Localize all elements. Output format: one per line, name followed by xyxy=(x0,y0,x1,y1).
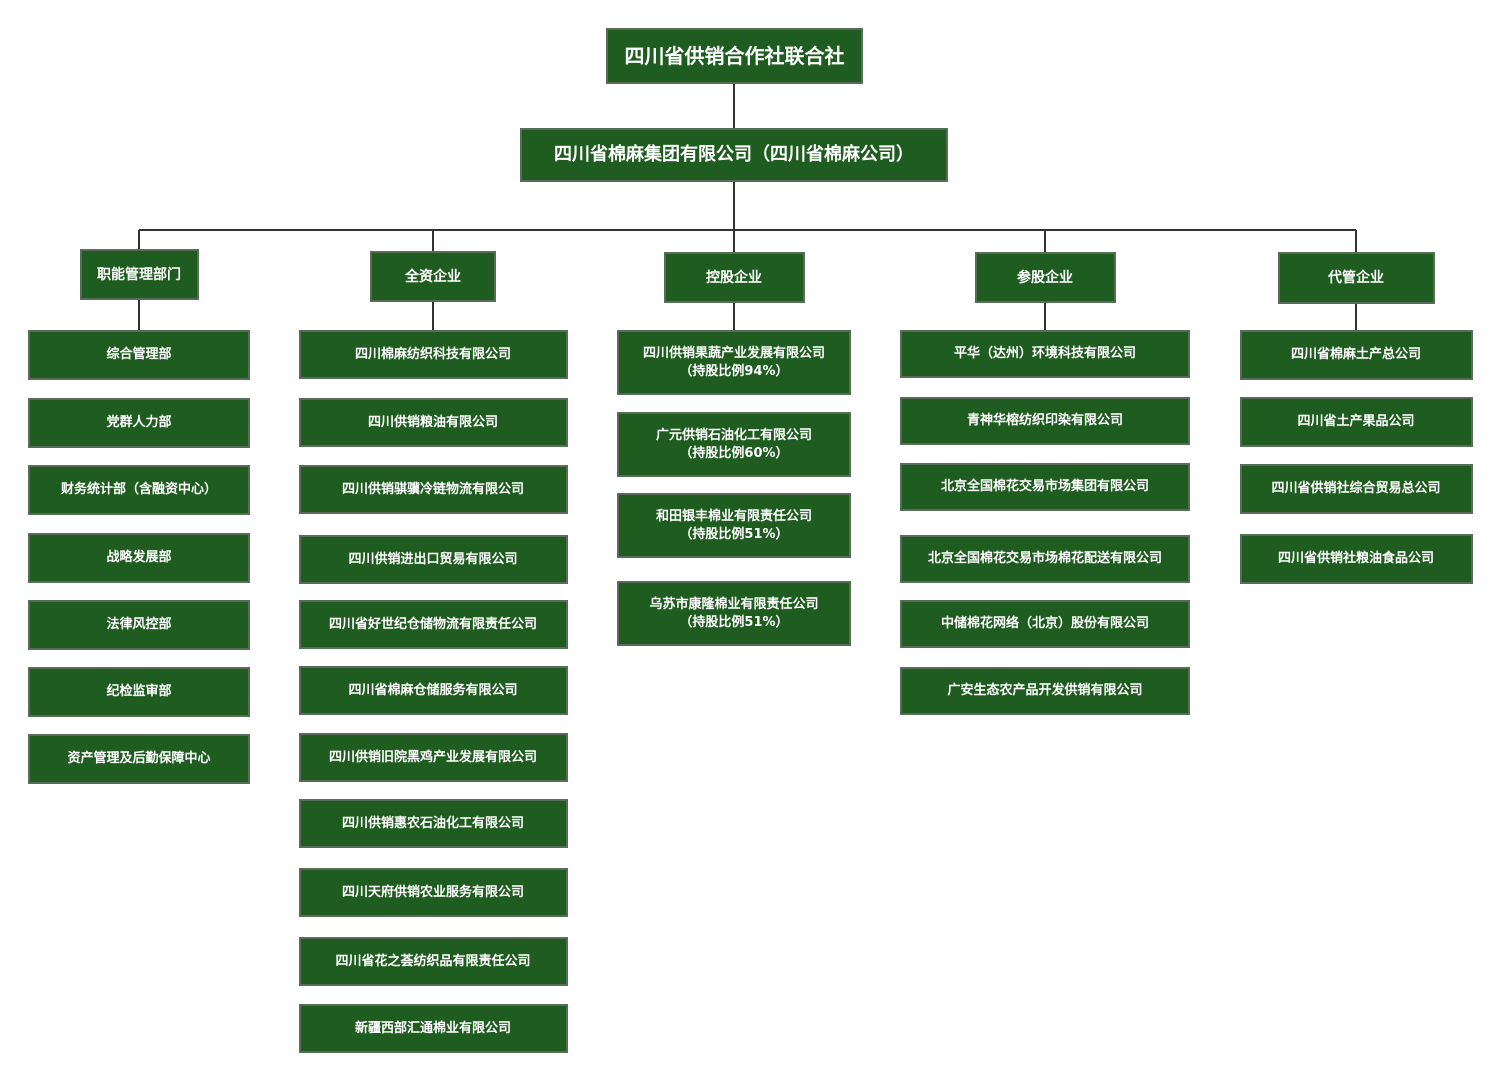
category-functional: 职能管理部门 xyxy=(79,249,199,300)
org-unit-box: 四川供销旧院黑鸡产业发展有限公司 xyxy=(298,733,568,782)
org-unit-box: 四川供销粮油有限公司 xyxy=(298,398,568,447)
org-unit-box: 纪检监审部 xyxy=(28,667,250,717)
category-managed: 代管企业 xyxy=(1277,252,1435,304)
org-unit-box: 财务统计部（含融资中心） xyxy=(28,465,250,515)
org-unit-box: 四川省供销社粮油食品公司 xyxy=(1239,534,1473,584)
org-unit-box: 法律风控部 xyxy=(28,600,250,650)
org-unit-box: 四川省好世纪仓储物流有限责任公司 xyxy=(298,600,568,649)
org-unit-box: 四川棉麻纺织科技有限公司 xyxy=(298,330,568,379)
org-unit-box: 平华（达州）环境科技有限公司 xyxy=(900,330,1190,378)
root-node: 四川省供销合作社联合社 xyxy=(606,28,863,84)
org-unit-box: 战略发展部 xyxy=(28,533,250,583)
org-unit-box: 四川供销骐骥冷链物流有限公司 xyxy=(298,465,568,514)
org-unit-box: 四川省土产果品公司 xyxy=(1239,397,1473,447)
org-unit-box: 新疆西部汇通棉业有限公司 xyxy=(298,1004,568,1053)
category-holding: 控股企业 xyxy=(663,252,805,303)
org-unit-box: 青神华榕纺织印染有限公司 xyxy=(900,397,1190,445)
org-unit-box: 四川省花之荟纺织品有限责任公司 xyxy=(298,937,568,986)
org-unit-box: 和田银丰棉业有限责任公司 （持股比例51%） xyxy=(617,493,851,558)
org-unit-box: 四川天府供销农业服务有限公司 xyxy=(298,868,568,917)
org-unit-box: 党群人力部 xyxy=(28,398,250,448)
org-unit-box: 综合管理部 xyxy=(28,330,250,380)
org-unit-box: 四川省棉麻仓储服务有限公司 xyxy=(298,666,568,715)
org-unit-box: 广元供销石油化工有限公司 （持股比例60%） xyxy=(617,412,851,477)
category-equity: 参股企业 xyxy=(974,252,1116,303)
org-unit-box: 北京全国棉花交易市场棉花配送有限公司 xyxy=(900,535,1190,583)
org-unit-box: 乌苏市康隆棉业有限责任公司 （持股比例51%） xyxy=(617,581,851,646)
org-unit-box: 中储棉花网络（北京）股份有限公司 xyxy=(900,600,1190,648)
org-unit-box: 北京全国棉花交易市场集团有限公司 xyxy=(900,463,1190,511)
org-unit-box: 四川供销惠农石油化工有限公司 xyxy=(298,799,568,848)
org-unit-box: 四川省供销社综合贸易总公司 xyxy=(1239,464,1473,514)
org-unit-box: 广安生态农产品开发供销有限公司 xyxy=(900,667,1190,715)
category-wholly-owned: 全资企业 xyxy=(370,251,496,302)
group-node: 四川省棉麻集团有限公司（四川省棉麻公司） xyxy=(520,128,948,182)
org-unit-box: 资产管理及后勤保障中心 xyxy=(28,734,250,784)
org-unit-box: 四川供销进出口贸易有限公司 xyxy=(298,535,568,584)
org-unit-box: 四川供销果蔬产业发展有限公司 （持股比例94%） xyxy=(617,330,851,395)
org-unit-box: 四川省棉麻土产总公司 xyxy=(1239,330,1473,380)
